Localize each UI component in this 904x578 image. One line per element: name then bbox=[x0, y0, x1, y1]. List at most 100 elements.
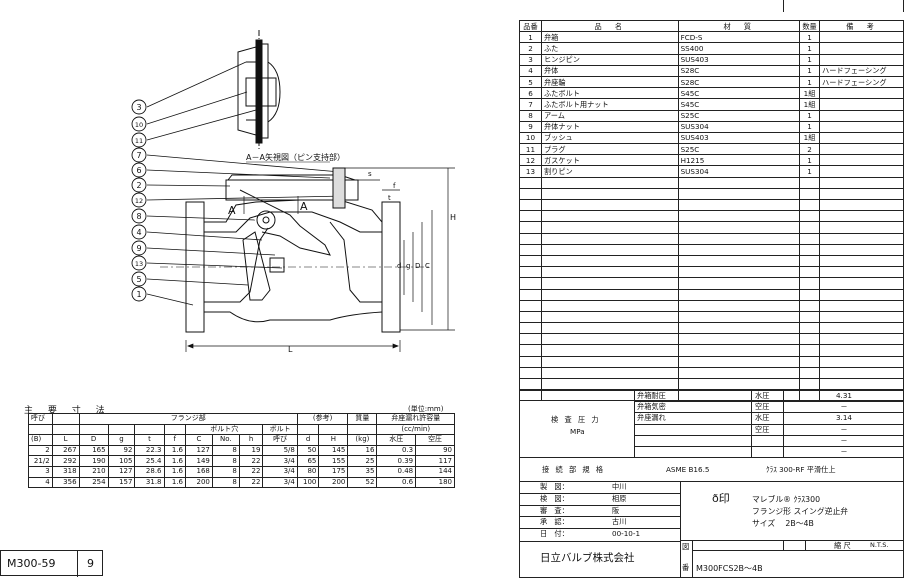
dim-h-mass: 質量 bbox=[347, 413, 378, 425]
pin-support-view bbox=[237, 30, 281, 150]
dim-label-g: g bbox=[406, 262, 410, 270]
dim-cell-D: 190 bbox=[78, 455, 109, 467]
dim-cell-g: 157 bbox=[107, 476, 136, 489]
connection-standard: ASME B16.5 bbox=[666, 465, 710, 474]
balloon-number: 12 bbox=[135, 197, 143, 205]
approval-name: 中川 bbox=[612, 482, 627, 491]
parts-cell-qty: 1 bbox=[799, 109, 821, 122]
approval-role: 承 認： bbox=[540, 517, 569, 527]
dim-cell-D: 165 bbox=[78, 444, 109, 457]
balloon-circle bbox=[131, 224, 147, 240]
parts-cell-note bbox=[819, 109, 904, 122]
inspection-label: 検 査 圧 力 bbox=[551, 415, 601, 424]
balloon-circle bbox=[131, 132, 147, 148]
ban-label: 番 bbox=[682, 563, 690, 572]
balloon-number: 6 bbox=[136, 166, 141, 175]
dim-cell-f: 1.6 bbox=[163, 444, 186, 457]
dim-cell-C: 168 bbox=[185, 465, 213, 478]
inspection-value: 3.14 bbox=[835, 413, 852, 423]
inspection-medium: 水圧 bbox=[755, 413, 770, 423]
dim-cell-h: 22 bbox=[238, 465, 264, 478]
dim-h-g: g bbox=[107, 434, 136, 446]
dim-h-B: (B) bbox=[28, 434, 53, 446]
balloon-circle bbox=[131, 240, 147, 256]
balloon-number: 4 bbox=[136, 228, 141, 237]
parts-cell-material: SUS304 bbox=[677, 120, 801, 133]
parts-cell-material: SS400 bbox=[677, 42, 801, 55]
dim-cell-kg: 25 bbox=[347, 455, 378, 467]
dim-cell-L: 318 bbox=[51, 465, 80, 478]
dim-cell-No: 8 bbox=[211, 455, 240, 467]
dim-cell-t: 22.3 bbox=[134, 444, 165, 457]
parts-row-empty bbox=[519, 389, 904, 402]
dimensions-table: 呼び フランジ部 (参考) 質量 弁座漏れ許容量 ボルト穴 ボルト (cc/mi… bbox=[28, 413, 455, 489]
parts-header-note: 備 考 bbox=[819, 19, 904, 33]
dim-cell-bolt: 3/4 bbox=[262, 476, 298, 489]
parts-row-empty bbox=[519, 366, 904, 380]
approval-role: 検 図： bbox=[540, 493, 569, 503]
parts-row-empty bbox=[519, 221, 904, 234]
balloon-circle bbox=[131, 271, 147, 287]
product-line-3: サイズ 2B～4B bbox=[752, 519, 814, 528]
parts-cell-material: SUS304 bbox=[677, 165, 801, 178]
dim-cell-D: 210 bbox=[78, 465, 109, 478]
approval-name: 00-10-1 bbox=[612, 529, 641, 539]
parts-row-empty bbox=[519, 266, 904, 279]
dim-cell-B: 21/2 bbox=[28, 455, 53, 467]
dim-h-bolt: ボルト bbox=[262, 423, 298, 436]
dim-cell-water: 0.3 bbox=[376, 444, 417, 457]
dim-h-leak-unit: (cc/min) bbox=[376, 423, 455, 436]
product-line-2: フランジ形 スイング逆止弁 bbox=[752, 507, 849, 516]
parts-cell-qty: 1 bbox=[799, 154, 821, 167]
parts-cell-note bbox=[819, 53, 904, 66]
parts-cell-note bbox=[819, 120, 904, 133]
inspection-medium: 水圧 bbox=[755, 391, 770, 400]
parts-cell-qty: 1 bbox=[799, 75, 821, 89]
drawing-number: M300FCS2B～4B bbox=[696, 564, 763, 573]
balloon-circle bbox=[131, 99, 147, 115]
parts-cell-no: 2 bbox=[519, 42, 542, 55]
dim-cell-d: 100 bbox=[296, 476, 320, 489]
dim-h-water: 水圧 bbox=[376, 434, 417, 446]
parts-cell-material: H1215 bbox=[677, 154, 801, 167]
inspection-value: － bbox=[840, 402, 848, 412]
parts-row-empty bbox=[519, 377, 904, 391]
balloon-circle bbox=[131, 208, 147, 224]
dim-label-C: C bbox=[425, 262, 430, 270]
parts-cell-note bbox=[819, 42, 904, 55]
scale-value: N.T.S. bbox=[870, 541, 889, 549]
parts-row-empty bbox=[519, 322, 904, 335]
parts-cell-no: 13 bbox=[519, 165, 542, 178]
dim-cell-f: 1.6 bbox=[163, 455, 186, 467]
dim-cell-H: 145 bbox=[318, 444, 349, 457]
dim-h-h: h bbox=[238, 434, 264, 446]
dim-cell-L: 292 bbox=[51, 455, 80, 467]
view-title: A－A矢視図（ピン支持部） bbox=[246, 152, 345, 162]
balloon-number: 1 bbox=[136, 290, 141, 299]
document-id-box: M300-59 9 bbox=[0, 550, 103, 577]
parts-cell-no: 5 bbox=[519, 75, 542, 89]
dim-cell-C: 200 bbox=[185, 476, 213, 489]
balloon-circle bbox=[131, 192, 147, 208]
parts-cell-no: 6 bbox=[519, 87, 542, 100]
parts-cell-no: 8 bbox=[519, 109, 542, 122]
dim-h-yobi: 呼び bbox=[28, 413, 53, 425]
dim-cell-d: 65 bbox=[296, 455, 320, 467]
parts-cell-name: ふたボルト bbox=[540, 87, 679, 100]
parts-cell-name: 弁箱 bbox=[540, 31, 679, 44]
inspection-value: － bbox=[840, 447, 848, 456]
dim-h-L: L bbox=[51, 434, 80, 446]
dim-cell-H: 155 bbox=[318, 455, 349, 467]
parts-cell-name: ガスケット bbox=[540, 154, 679, 167]
balloon-circle bbox=[131, 177, 147, 193]
dim-cell-h: 22 bbox=[238, 476, 264, 489]
